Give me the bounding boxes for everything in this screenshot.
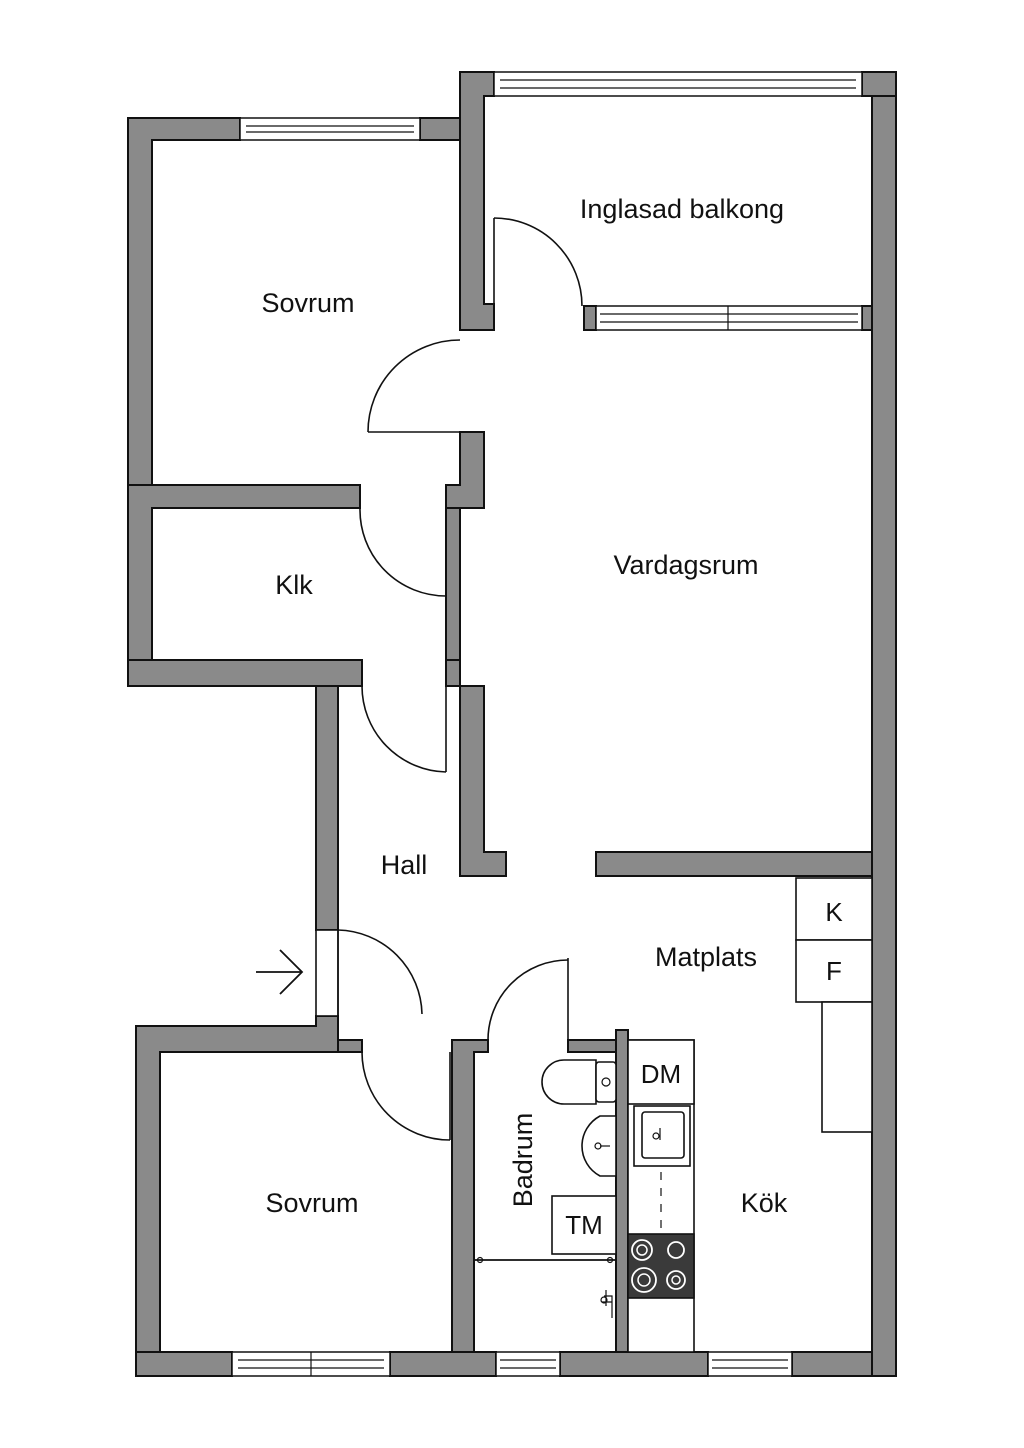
wall-bedroom-bottom-right <box>337 1039 363 1053</box>
wall-balcony-top <box>861 71 897 97</box>
room-label-vardagsrum: Vardagsrum <box>613 550 758 580</box>
door-bedroom-bottom <box>361 1051 451 1141</box>
washbasin <box>581 1115 617 1177</box>
freezer-label: F <box>826 956 842 986</box>
washing-machine: TM <box>551 1195 617 1255</box>
room-labels: Sovrum Inglasad balkong Klk Vardagsrum H… <box>261 194 787 1218</box>
wall-bedroom-top-right <box>459 71 495 331</box>
toilet <box>541 1059 617 1105</box>
walls <box>127 71 897 1377</box>
door-bathroom <box>487 958 569 1041</box>
wall-living-bottom <box>595 851 873 877</box>
wall-klk-bottom-right <box>445 659 461 687</box>
door-klk <box>359 507 447 597</box>
room-label-badrum: Badrum <box>508 1113 538 1208</box>
window-balcony-inner <box>595 305 863 331</box>
room-label-sovrum-bottom: Sovrum <box>265 1188 358 1218</box>
wall-living-left <box>459 685 507 877</box>
wall-hall-left <box>315 685 339 931</box>
room-label-kok: Kök <box>741 1188 788 1218</box>
shower <box>474 1256 616 1318</box>
room-label-hall: Hall <box>381 850 428 880</box>
door-hall-closet <box>361 685 447 773</box>
fridge-label: K <box>825 897 843 927</box>
wall-bedroom-top-top-right <box>419 117 461 141</box>
room-label-sovrum-top: Sovrum <box>261 288 354 318</box>
wall-bottom-right <box>791 1351 873 1377</box>
windows <box>231 71 863 1377</box>
doors <box>315 217 583 1141</box>
wall-bottom <box>135 1351 233 1377</box>
wall-bottom-mid <box>389 1351 497 1377</box>
window-balcony-top <box>493 71 863 97</box>
room-label-matplats: Matplats <box>655 942 757 972</box>
window-bedroom-top <box>239 117 421 141</box>
wall-bath-kitchen-divider <box>615 1029 629 1353</box>
room-label-klk: Klk <box>275 570 313 600</box>
wall-bath-left <box>451 1039 489 1353</box>
stove <box>627 1233 695 1299</box>
window-bedroom-bottom <box>231 1351 391 1377</box>
dishwasher-label: DM <box>641 1059 681 1089</box>
door-bedroom-top <box>367 339 461 433</box>
fridge-freezer: K F <box>795 877 873 1003</box>
kitchen-counter-left: DM <box>627 1039 695 1353</box>
wall-entrance-bottom <box>135 1015 339 1353</box>
wall-outer-right <box>871 95 897 1377</box>
kitchen-sink <box>633 1105 691 1167</box>
door-entrance <box>315 929 423 1017</box>
kitchen-counter-right <box>821 1001 873 1133</box>
arrow-right-icon <box>256 949 304 995</box>
wall-klk-bottom <box>127 659 363 687</box>
wall-klk-right <box>445 507 461 661</box>
room-label-balkong: Inglasad balkong <box>580 194 784 224</box>
wall-bottom-mid2 <box>559 1351 709 1377</box>
wall-divider-right-stub <box>445 431 485 509</box>
wall-balcony-bottom <box>583 305 597 331</box>
wall-bedroom-klk-divider <box>127 484 361 661</box>
wall-balcony-bottom-right <box>861 305 873 331</box>
washing-machine-label: TM <box>565 1210 603 1240</box>
window-bathroom <box>495 1351 561 1377</box>
wall-bedroom-top-left <box>127 117 241 486</box>
window-kitchen <box>707 1351 793 1377</box>
door-balcony <box>493 217 583 307</box>
